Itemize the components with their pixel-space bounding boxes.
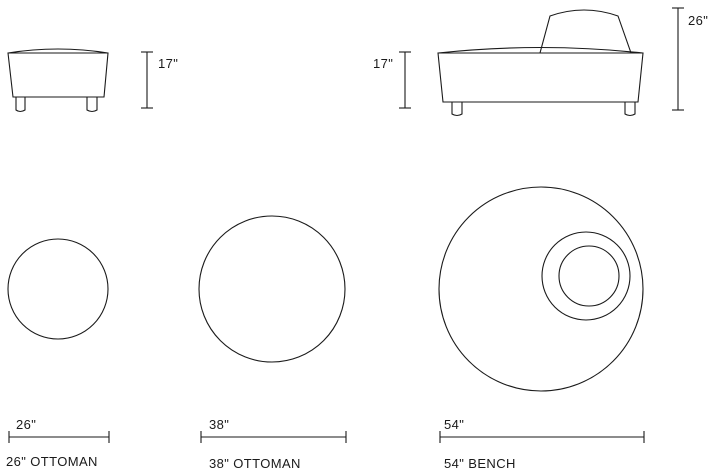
bench-plan — [438, 186, 644, 392]
bench-caption: 54" BENCH — [444, 456, 516, 471]
ottoman-height-label: 17" — [158, 56, 178, 71]
bench-height-label: 17" — [373, 56, 393, 71]
ottoman-38-width-label: 38" — [209, 417, 229, 432]
bench-width-label: 54" — [444, 417, 464, 432]
bench-back-height-label: 26" — [688, 13, 708, 28]
ottoman-38-plan — [198, 215, 346, 363]
ottoman-26-plan — [7, 238, 109, 340]
bench-back-height-dimension: 26" — [672, 7, 708, 111]
ottoman-26-width-dimension: 26" — [8, 417, 110, 443]
ottoman-26-caption: 26" OTTOMAN — [6, 454, 98, 469]
bench-elevation — [437, 9, 644, 117]
ottoman-height-dimension: 17" — [141, 51, 178, 109]
ottoman-38-width-dimension: 38" — [200, 417, 347, 443]
ottoman-38-caption: 38" OTTOMAN — [209, 456, 301, 471]
bench-height-dimension: 17" — [373, 51, 411, 109]
ottoman-26-width-label: 26" — [16, 417, 36, 432]
bench-width-dimension: 54" — [439, 417, 645, 443]
ottoman-26-elevation — [7, 48, 109, 113]
